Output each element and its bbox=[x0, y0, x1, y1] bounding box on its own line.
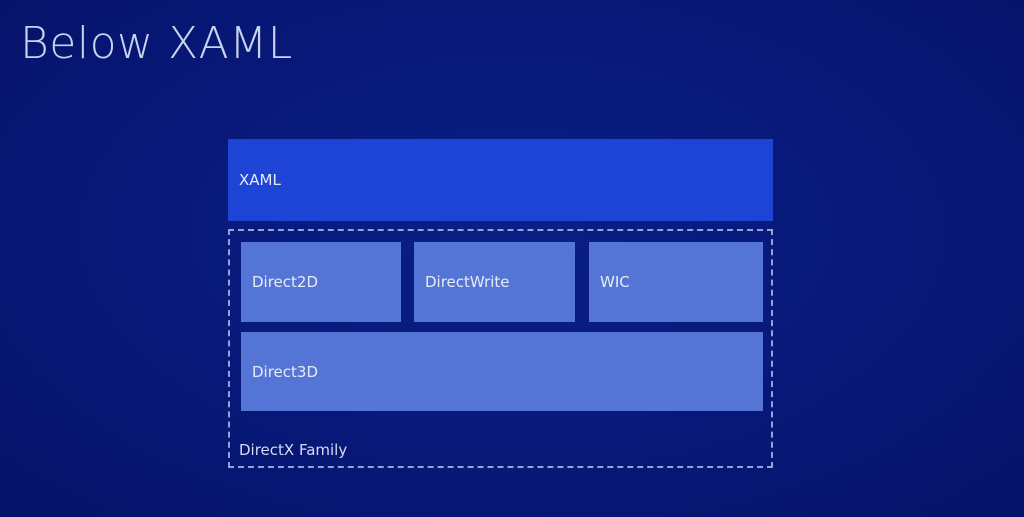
directx-family-group bbox=[228, 229, 773, 468]
direct3d-label: Direct3D bbox=[252, 362, 319, 381]
slide-title: Below XAML bbox=[20, 18, 293, 69]
direct3d-box: Direct3D bbox=[241, 332, 763, 411]
wic-label: WIC bbox=[600, 273, 630, 291]
direct2d-box: Direct2D bbox=[241, 242, 401, 322]
xaml-layer-box: XAML bbox=[228, 139, 773, 221]
wic-box: WIC bbox=[589, 242, 763, 322]
direct2d-label: Direct2D bbox=[252, 273, 319, 291]
directx-family-label: DirectX Family bbox=[239, 441, 348, 459]
directwrite-box: DirectWrite bbox=[414, 242, 575, 322]
xaml-layer-label: XAML bbox=[239, 171, 281, 189]
directwrite-label: DirectWrite bbox=[425, 273, 510, 291]
